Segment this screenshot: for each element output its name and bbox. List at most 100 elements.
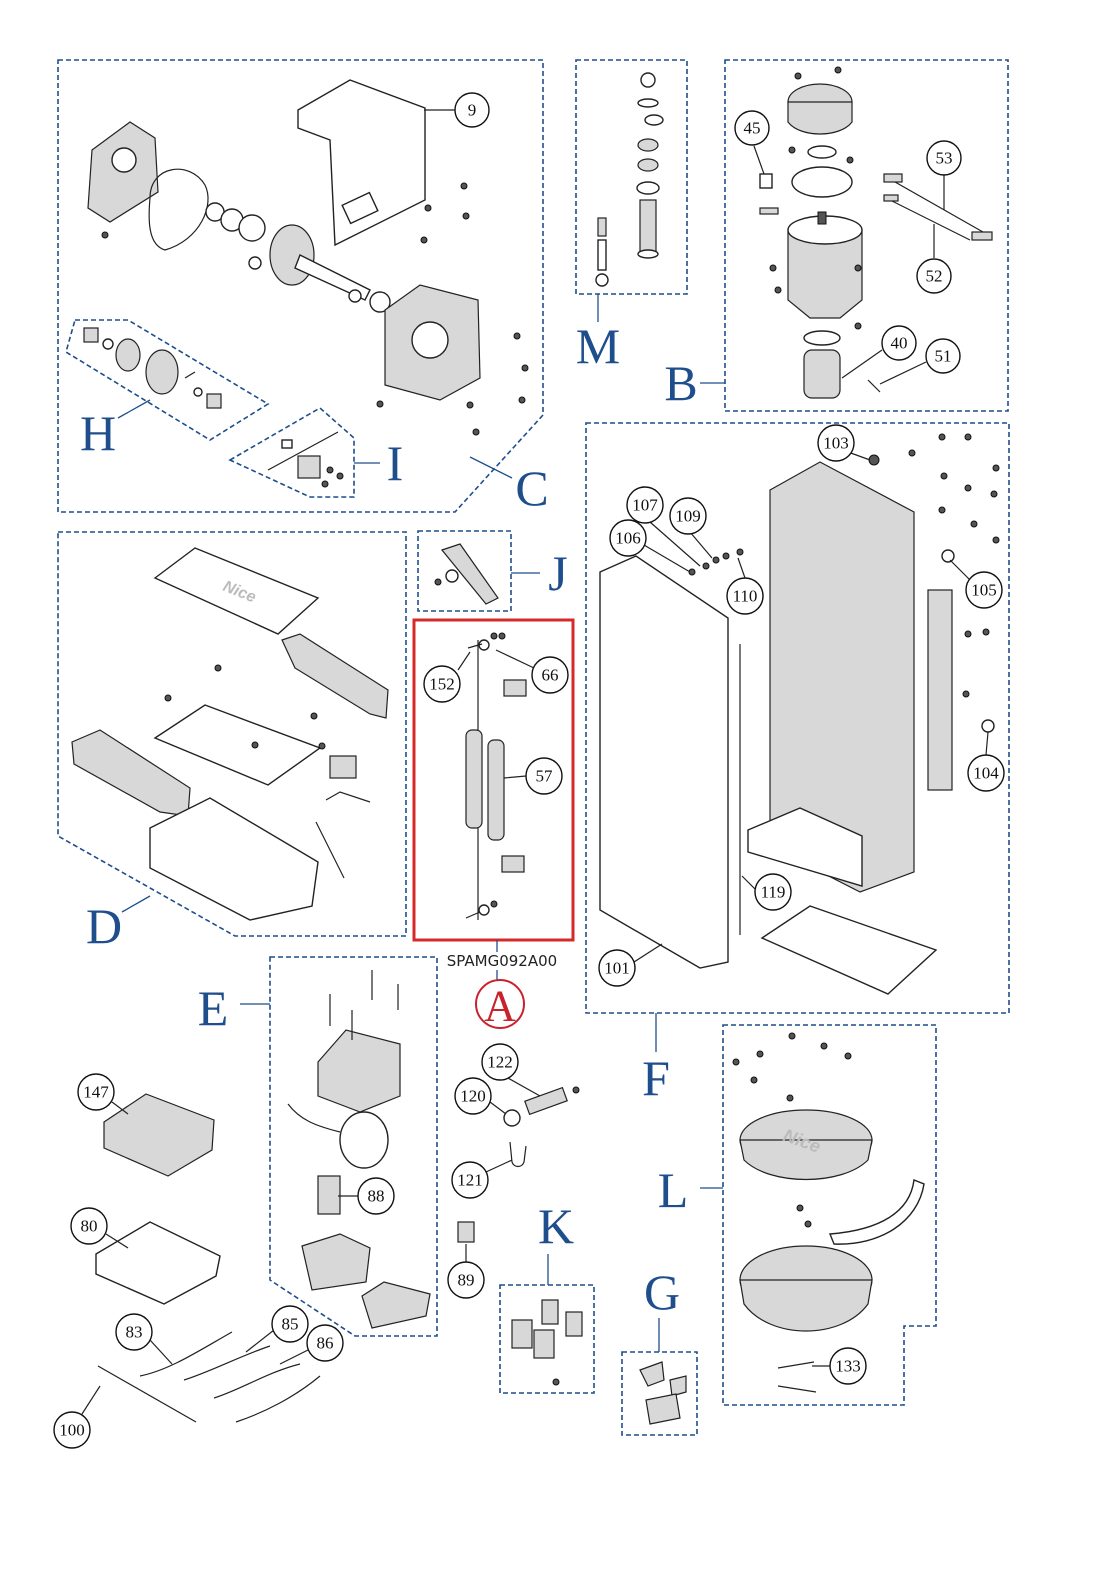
cover-gasket-frame-icon [153,704,322,786]
svg-text:133: 133 [835,1357,861,1376]
small-parts-d-icon [164,664,371,879]
group-k-outline [499,1284,595,1394]
column-frame-icon [747,461,915,893]
lamp-base-icon [739,1245,873,1332]
gearbox-front-cover-icon [87,121,159,223]
shaft-assembly-icon [595,72,664,287]
callout-53 [926,140,962,176]
group-f-outline [585,422,1010,1014]
callout-107 [626,486,664,524]
motor-icon [787,211,863,319]
group-h-outline [65,319,270,441]
kit-a-circle [475,979,525,1029]
group-label-c: C [515,460,548,516]
callout-109 [669,497,707,535]
svg-text:105: 105 [971,581,997,600]
group-b-outline [724,59,1009,412]
screws-b-icon [769,66,862,330]
group-label-k: K [538,1198,574,1254]
group-label-l: L [658,1162,689,1218]
kit-code-label: SPAMG092A00 [447,952,557,970]
worm-screw-icon [803,330,841,399]
callout-9 [454,92,490,128]
callout-120 [454,1077,492,1115]
svg-text:45: 45 [744,119,761,138]
connector-88-icon [317,1175,341,1215]
kit-a-highlight-box [412,618,575,942]
svg-text:9: 9 [468,101,477,120]
callout-57 [525,757,563,795]
connector-89-icon [457,1221,475,1243]
base-housing-icon [149,797,319,921]
svg-text:106: 106 [615,529,641,548]
shaft-122-icon [503,1086,580,1127]
callout-66 [531,656,569,694]
svg-text:110: 110 [733,587,758,606]
svg-text:88: 88 [368,1187,385,1206]
group-g-outline [621,1351,698,1436]
group-label-f: F [642,1050,670,1106]
group-label-h: H [80,405,116,461]
group-m-outline [575,59,688,295]
svg-text:52: 52 [926,267,943,286]
column-front-cover-icon [599,555,729,969]
callout-86 [306,1324,344,1362]
control-board-147-icon [103,1093,215,1177]
callout-119 [754,873,792,911]
callout-45 [734,110,770,146]
svg-text:80: 80 [81,1217,98,1236]
svg-text:40: 40 [891,334,908,353]
group-label-b: B [664,355,697,411]
svg-text:107: 107 [632,496,658,515]
svg-text:100: 100 [59,1421,85,1440]
svg-text:101: 101 [604,959,630,978]
group-label-m: M [576,318,620,374]
group-label-e: E [198,980,229,1036]
svg-text:104: 104 [973,764,999,783]
group-label-d: D [86,898,122,954]
receiver-modules-icon [511,1299,583,1386]
callout-100 [53,1411,91,1449]
callout-106 [609,519,647,557]
transformer-icon [287,970,401,1169]
screws-c-icon [101,182,529,436]
group-label-g: G [644,1264,680,1320]
callout-147 [77,1073,115,1111]
release-lever-icon [434,543,499,605]
callout-103 [817,424,855,462]
base-plate-icon [760,905,938,995]
group-e-outline [269,956,438,1337]
gasket-icon [148,168,209,251]
side-panel-right-icon [281,633,389,719]
bearing-set-icon [205,202,266,270]
callout-110 [726,577,764,615]
group-d-outline [57,531,407,937]
svg-text:122: 122 [487,1053,513,1072]
hardware-f-icon [688,433,1000,733]
gearbox-housing-icon [384,284,481,401]
callout-122 [481,1043,519,1081]
lens-strip-icon [828,1179,925,1245]
group-j-outline [417,530,512,612]
svg-text:66: 66 [542,666,559,685]
limit-switch-kit-icon [267,431,344,488]
group-label-i: I [387,435,404,491]
callout-121 [451,1161,489,1199]
fuse-holder-45-icon [759,173,779,215]
callout-83 [115,1313,153,1351]
lamp-cover-icon: Nice [739,1109,873,1180]
wiring-harness-icon [97,1331,321,1423]
control-box-base-icon [301,1233,371,1291]
svg-text:86: 86 [317,1334,334,1353]
group-c-outline [57,59,544,513]
callout-80 [70,1207,108,1245]
callout-52 [916,258,952,294]
spring-kit-icon [465,632,527,920]
svg-text:103: 103 [823,434,849,453]
group-l-outline [722,1024,937,1406]
svg-text:119: 119 [761,883,786,902]
pinion-gear-set-icon [83,327,222,409]
svg-text:121: 121 [457,1171,483,1190]
screws-l-icon [732,1032,852,1228]
callout-89 [447,1261,485,1299]
